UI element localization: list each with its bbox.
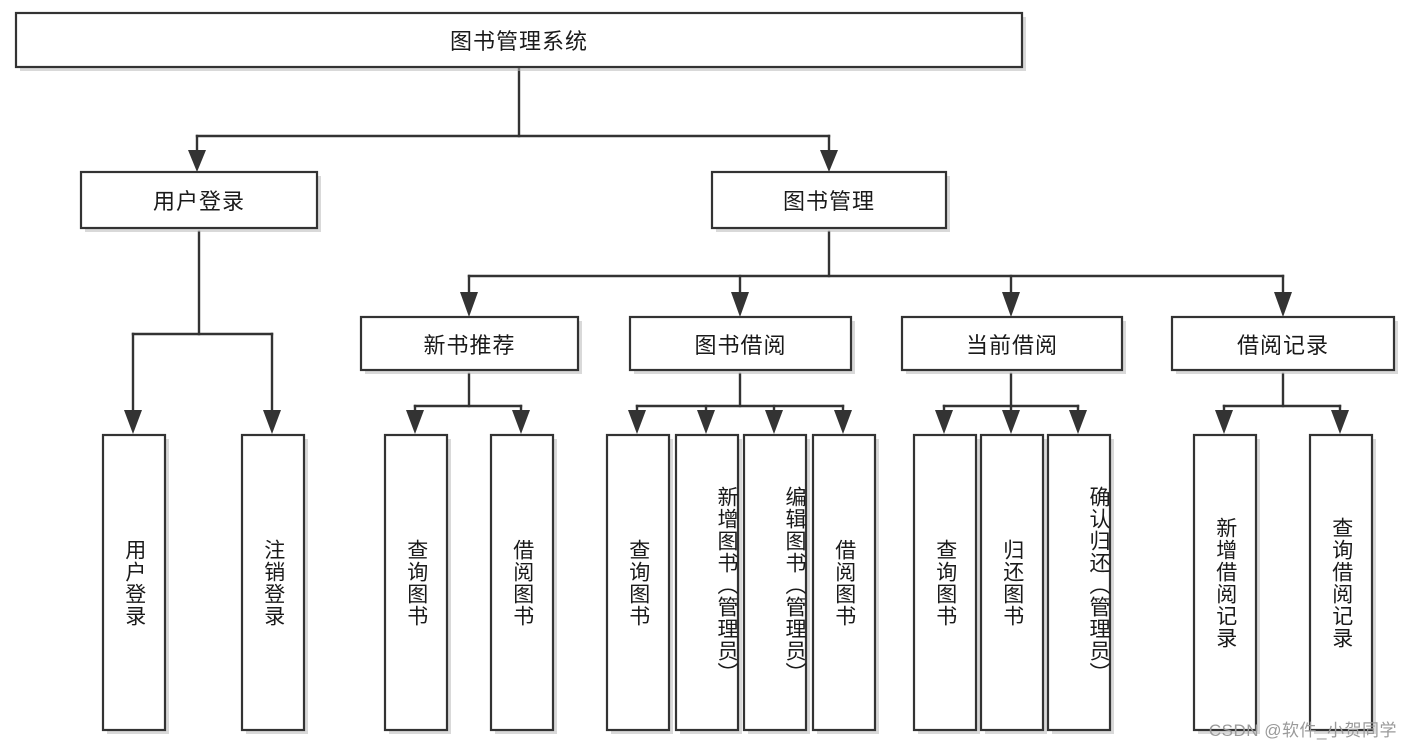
arrowhead-user-login (188, 150, 206, 172)
connector-layer (124, 66, 1349, 434)
node-leaf-query-record[interactable] (1308, 433, 1374, 732)
node-leaf-add-book[interactable] (674, 433, 740, 732)
node-leaf-user-login[interactable] (101, 433, 167, 732)
node-current-borrow[interactable] (900, 315, 1124, 372)
arrowhead-book-borrow (731, 292, 749, 317)
node-borrow-record[interactable] (1170, 315, 1396, 372)
arrowhead-leaf-borrow-book-1 (512, 410, 530, 434)
arrowhead-leaf-edit-book (765, 410, 783, 434)
node-book-borrow[interactable] (628, 315, 853, 372)
node-leaf-query-book-1[interactable] (383, 433, 449, 732)
node-leaf-user-logout[interactable] (240, 433, 306, 732)
node-book-manage[interactable] (710, 170, 948, 230)
arrowhead-leaf-query-book-1 (406, 410, 424, 434)
node-root[interactable] (14, 11, 1024, 69)
arrowhead-new-book-recommend (460, 292, 478, 317)
node-leaf-borrow-book-1[interactable] (489, 433, 555, 732)
node-leaf-query-book-2[interactable] (605, 433, 671, 732)
arrowhead-leaf-add-record (1215, 410, 1233, 434)
node-layer (14, 11, 1398, 734)
node-leaf-add-record[interactable] (1192, 433, 1258, 732)
arrowhead-leaf-confirm-return (1069, 410, 1087, 434)
arrowhead-leaf-borrow-book-2 (834, 410, 852, 434)
node-leaf-query-book-3[interactable] (912, 433, 978, 732)
arrowhead-leaf-query-book-2 (628, 410, 646, 434)
node-user-login[interactable] (79, 170, 319, 230)
csdn-watermark: CSDN @软件_小贺同学 (1208, 721, 1397, 740)
arrowhead-book-manage (820, 150, 838, 172)
arrowhead-current-borrow (1002, 292, 1020, 317)
node-leaf-borrow-book-2[interactable] (811, 433, 877, 732)
node-leaf-edit-book[interactable] (742, 433, 808, 732)
node-leaf-confirm-return[interactable] (1046, 433, 1112, 732)
arrowhead-leaf-query-book-3 (935, 410, 953, 434)
arrowhead-leaf-add-book (697, 410, 715, 434)
arrowhead-leaf-user-login (124, 410, 142, 434)
node-leaf-return-book[interactable] (979, 433, 1045, 732)
arrowhead-borrow-record (1274, 292, 1292, 317)
arrowhead-leaf-query-record (1331, 410, 1349, 434)
arrowhead-leaf-user-logout (263, 410, 281, 434)
arrowhead-leaf-return-book (1002, 410, 1020, 434)
node-new-book-recommend[interactable] (359, 315, 580, 372)
